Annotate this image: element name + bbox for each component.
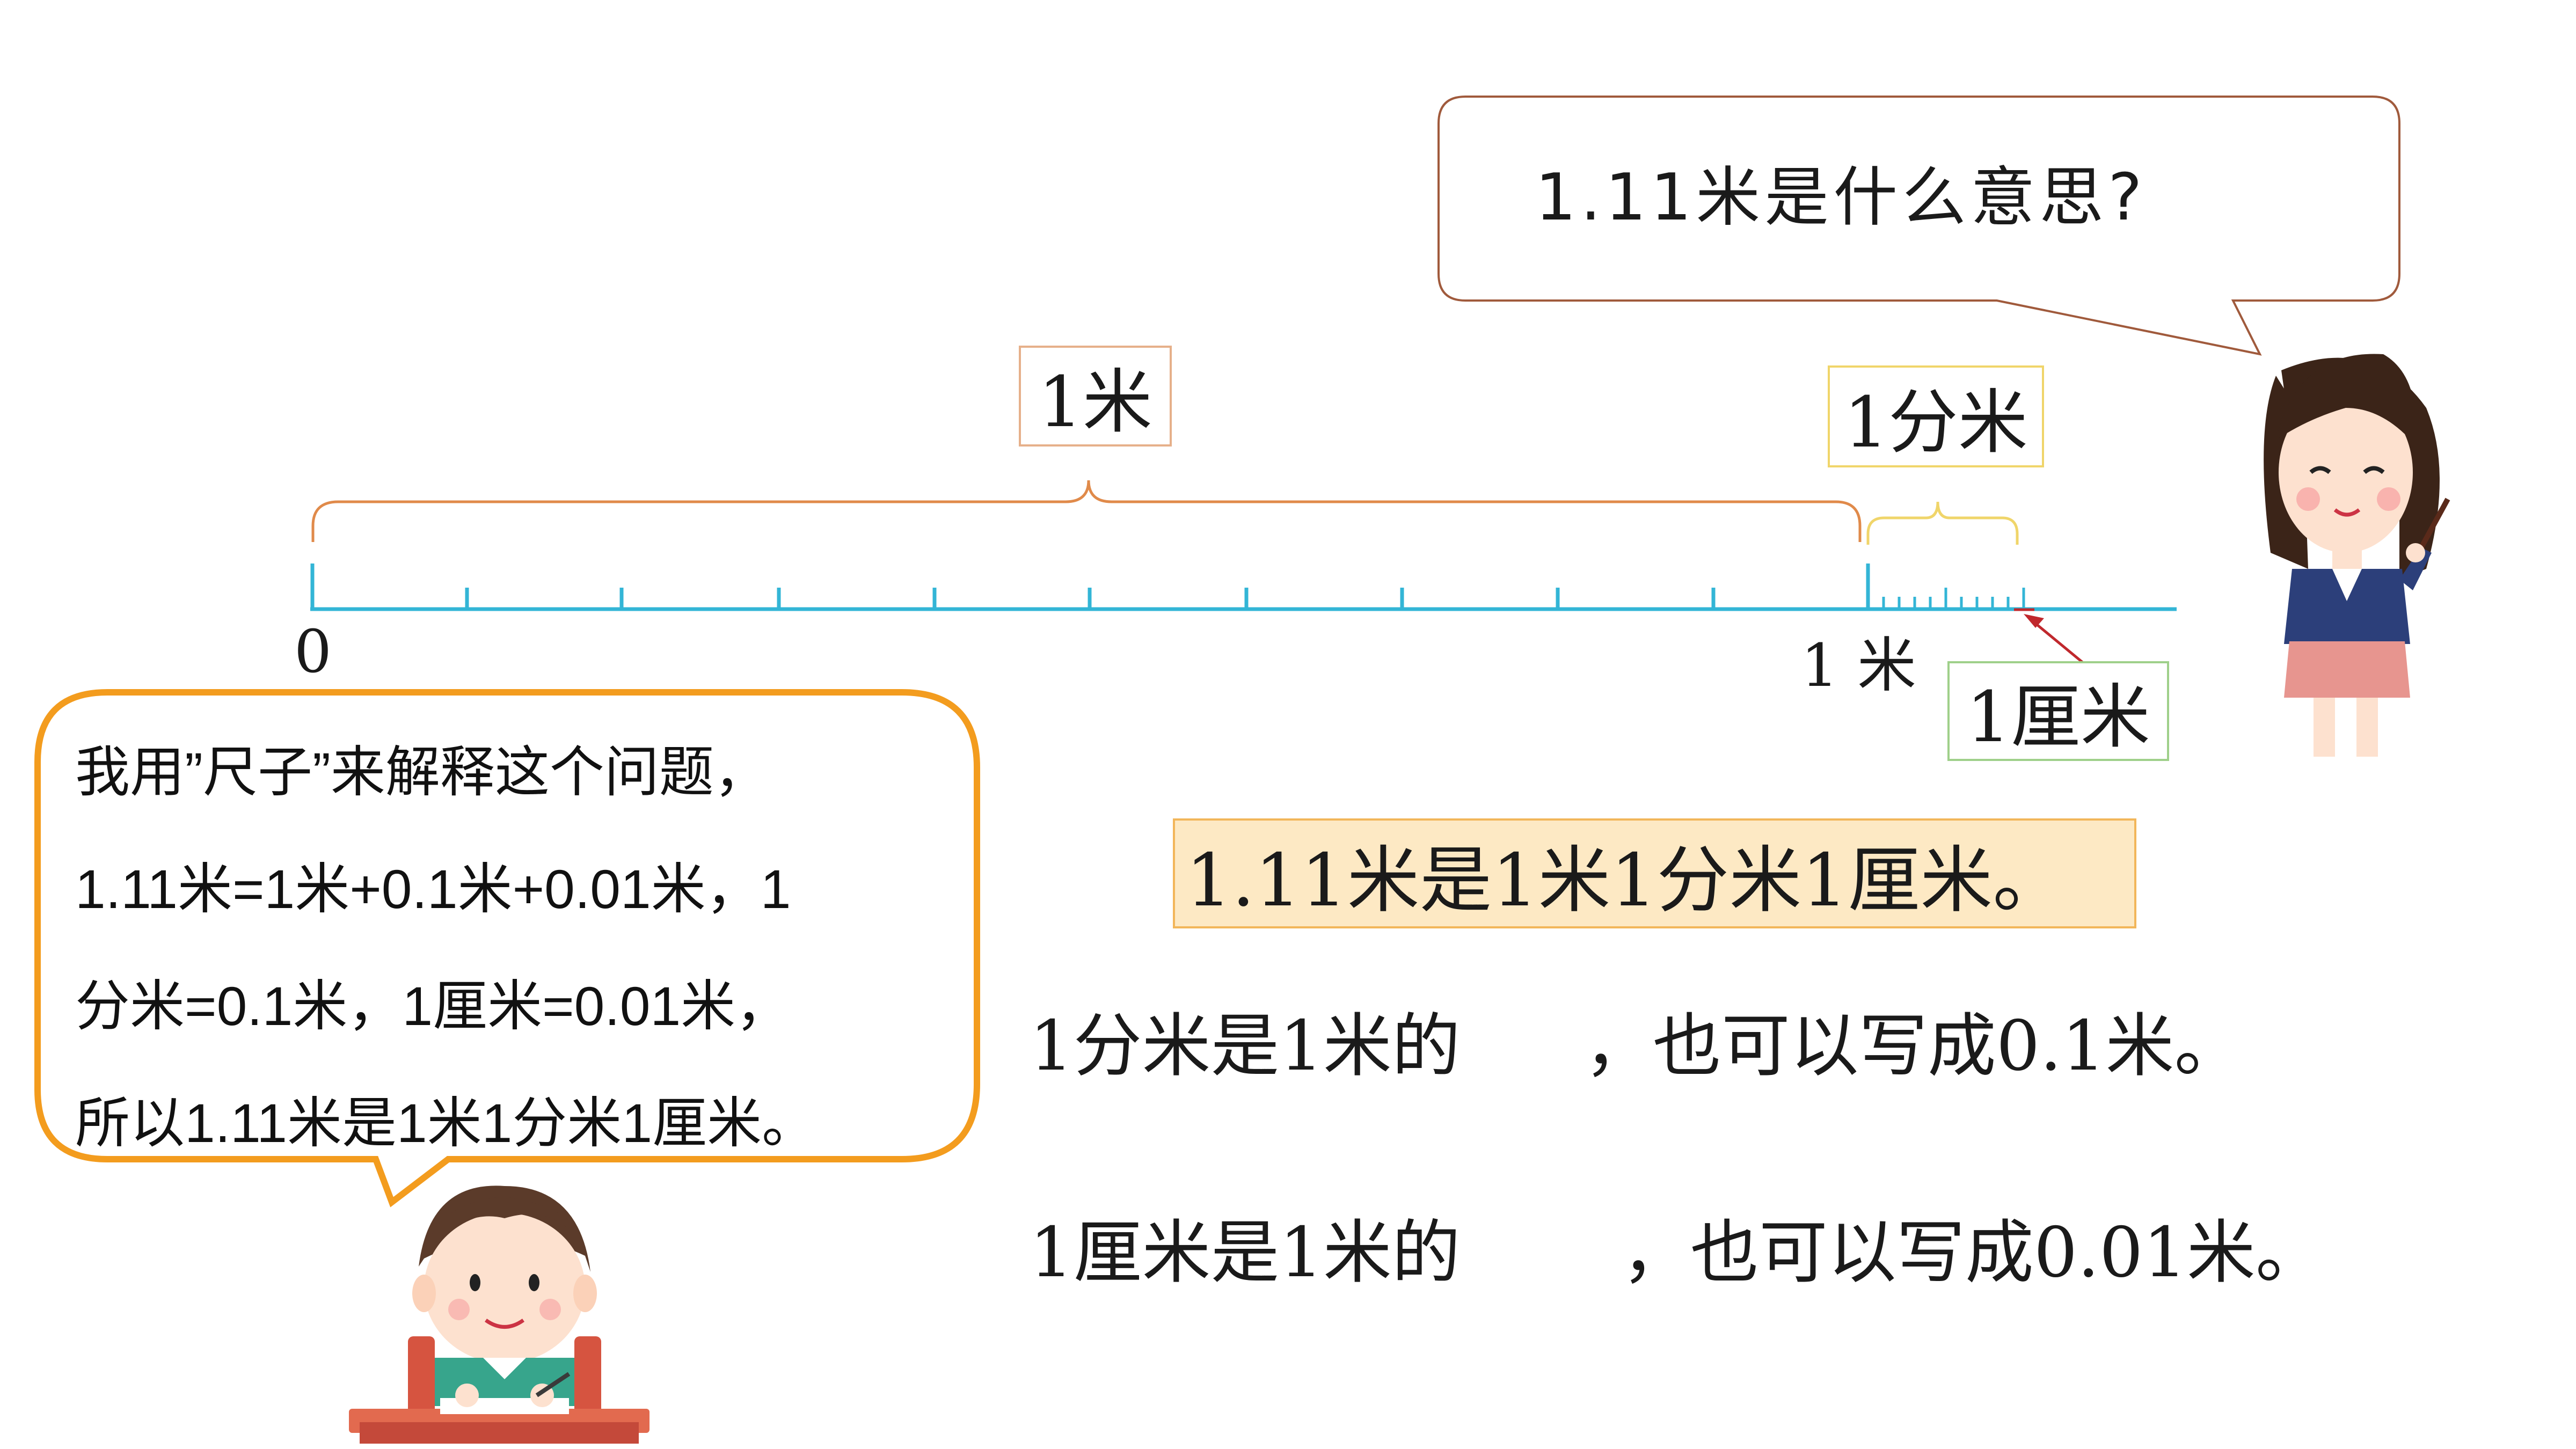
ruler-zero-label: 0 [294, 617, 332, 686]
fill-in-decimeter-prefix: 1分米是1米的 [1030, 1006, 1461, 1086]
centimeter-label: 1厘米 [1947, 661, 2169, 761]
boy-line-2: 1.11米=1米+0.1米+0.01米，1 [75, 859, 791, 920]
fill-in-decimeter: 1分米是1米的 ，也可以写成0.1米。 [1030, 990, 2243, 1089]
answer-box: 1.11米是1米1分米1厘米。 [1173, 818, 2136, 928]
ruler-one-meter-label: 1 米 [1801, 631, 1916, 700]
answer-text: 1.11米是1米1分米1厘米。 [1186, 838, 2066, 923]
fill-in-centimeter-suffix: ，也可以写成0.01米。 [1621, 1213, 2324, 1293]
boy-line-3: 分米=0.1米，1厘米=0.01米， [75, 976, 791, 1037]
decimeter-brace [1866, 501, 2019, 545]
boy-explanation: 我用”尺子”来解释这个问题， 1.11米=1米+0.1米+0.01米，1 分米=… [75, 714, 977, 1182]
boy-line-1: 我用”尺子”来解释这个问题， [75, 742, 769, 803]
meter-brace [311, 480, 1862, 542]
decimeter-label: 1分米 [1828, 365, 2044, 467]
boy-line-4: 所以1.11米是1米1分米1厘米。 [75, 1093, 817, 1154]
teacher-question: 1.11米是什么意思? [1535, 160, 2147, 235]
fill-in-centimeter: 1厘米是1米的 ，也可以写成0.01米。 [1030, 1197, 2324, 1296]
fill-in-decimeter-suffix: ，也可以写成0.1米。 [1583, 1006, 2243, 1086]
meter-label: 1米 [1019, 346, 1172, 447]
fill-in-centimeter-prefix: 1厘米是1米的 [1030, 1213, 1461, 1293]
